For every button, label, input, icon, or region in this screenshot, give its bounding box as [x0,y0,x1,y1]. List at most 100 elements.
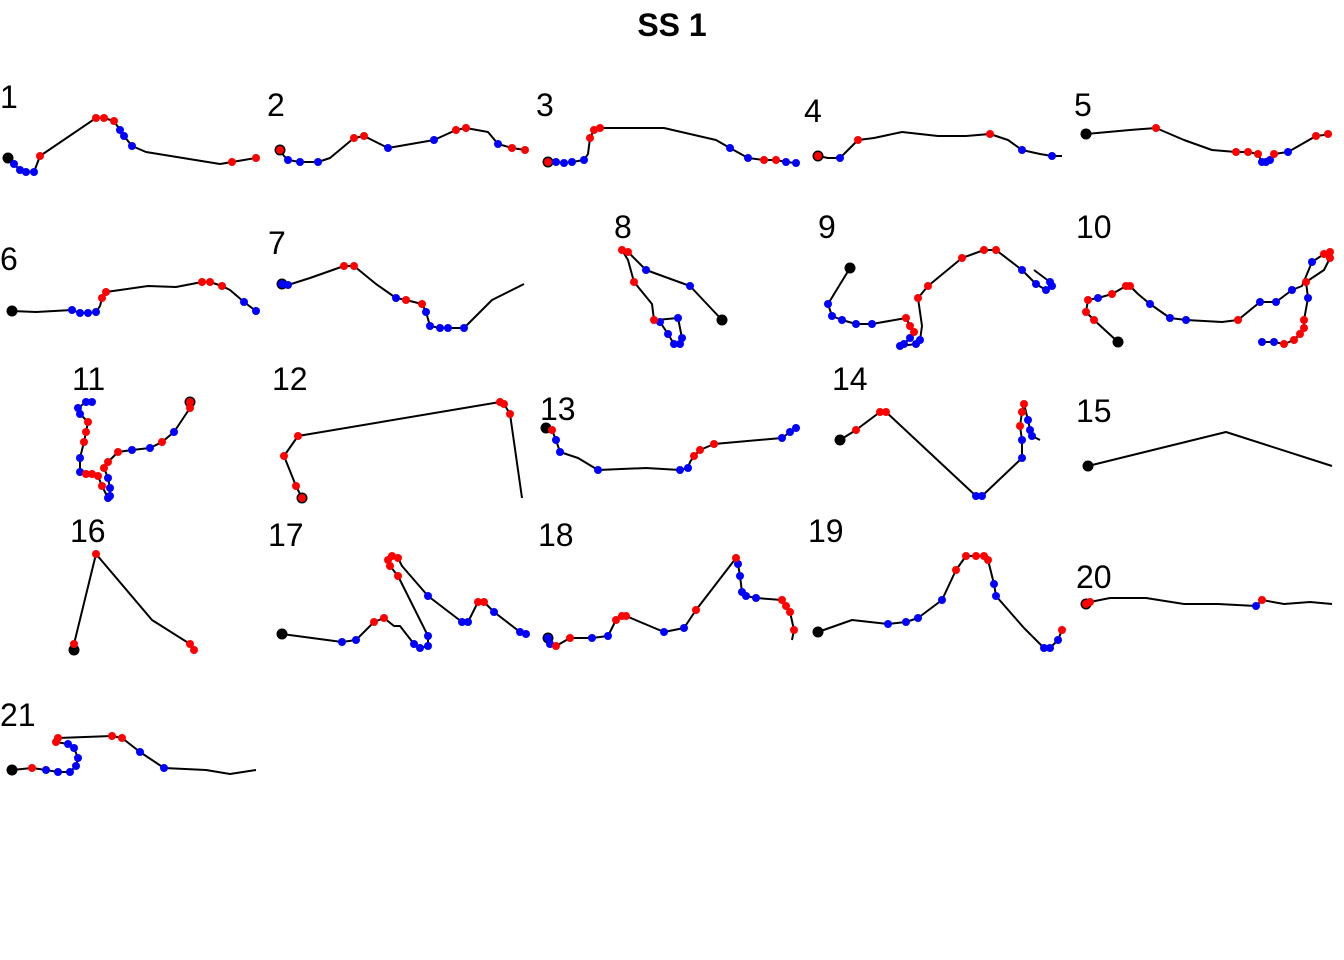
red-point [544,158,552,166]
red-point [596,124,604,132]
red-point [1020,400,1028,408]
red-point [402,296,410,304]
blue-point [410,640,418,648]
panel-5: 5 [1074,87,1333,166]
panel-label: 6 [0,241,18,277]
panel-8: 8 [614,209,728,348]
blue-point [436,324,444,332]
blue-point [74,754,82,762]
panel-3: 3 [536,87,800,168]
red-point [158,438,166,446]
red-point [118,734,126,742]
blue-point [66,768,74,776]
panel-4: 4 [804,93,1062,162]
blue-point [868,320,876,328]
red-point [854,136,862,144]
blue-point [1018,436,1026,444]
red-point [732,554,740,562]
start-point [2,152,14,164]
blue-point [836,154,844,162]
blue-point [972,492,980,500]
red-point [350,134,358,142]
blue-point [74,404,82,412]
blue-point [136,748,144,756]
blue-point [240,298,248,306]
red-point [292,482,300,490]
red-point [552,642,560,650]
blue-point [1270,338,1278,346]
red-point [786,608,794,616]
blue-point [522,630,530,638]
red-point [958,254,966,262]
red-point [280,452,288,460]
red-point [1090,316,1098,324]
blue-point [42,766,50,774]
panel-label: 21 [0,697,36,733]
panel-15: 15 [1076,393,1333,472]
red-point [992,246,1000,254]
blue-point [1258,338,1266,346]
red-point [82,428,90,436]
red-point [462,124,470,132]
trajectory-line [1087,431,1333,467]
blue-point [416,644,424,652]
red-point [1016,422,1024,430]
blue-point [296,158,304,166]
panel-label: 4 [804,93,822,129]
blue-point [852,320,860,328]
red-point [1108,290,1116,298]
red-point [814,152,822,160]
panel-2: 2 [267,87,529,166]
red-point [902,314,910,322]
red-point [696,446,704,454]
red-point [1152,124,1160,132]
blue-point [752,594,760,602]
blue-point [458,618,466,626]
red-point [1058,626,1066,634]
blue-point [580,156,588,164]
blue-point [552,436,560,444]
red-point [690,452,698,460]
red-point [622,612,630,620]
blue-point [1046,644,1054,652]
blue-point [160,764,168,772]
panel-14: 14 [832,361,1041,500]
trajectory-line [279,127,526,163]
blue-point [678,334,686,342]
blue-point [674,314,682,322]
red-point [298,494,306,502]
start-point [834,434,846,446]
red-point [910,328,918,336]
trajectory-line [839,403,1041,497]
blue-point [1146,300,1154,308]
red-point [906,322,914,330]
blue-point [560,159,568,167]
blue-point [1048,152,1056,160]
panel-label: 8 [614,209,632,245]
red-point [276,146,284,154]
blue-point [684,464,692,472]
red-point [566,634,574,642]
blue-point [1266,156,1274,164]
red-point [612,616,620,624]
blue-point [1182,316,1190,324]
red-point [506,410,514,418]
red-point [36,152,44,160]
panel-16: 16 [68,513,198,656]
blue-point [1042,286,1050,294]
blue-point [552,158,560,166]
red-point [228,158,236,166]
blue-point [1018,146,1026,154]
red-point [102,288,110,296]
blue-point [1054,636,1062,644]
red-point [452,126,460,134]
blue-point [824,300,832,308]
red-point [1296,330,1304,338]
red-point [186,404,194,412]
blue-point [284,281,292,289]
panel-13: 13 [540,391,800,474]
blue-point [1028,432,1036,440]
blue-point [88,398,96,406]
blue-point [1018,266,1026,274]
red-point [521,146,529,154]
